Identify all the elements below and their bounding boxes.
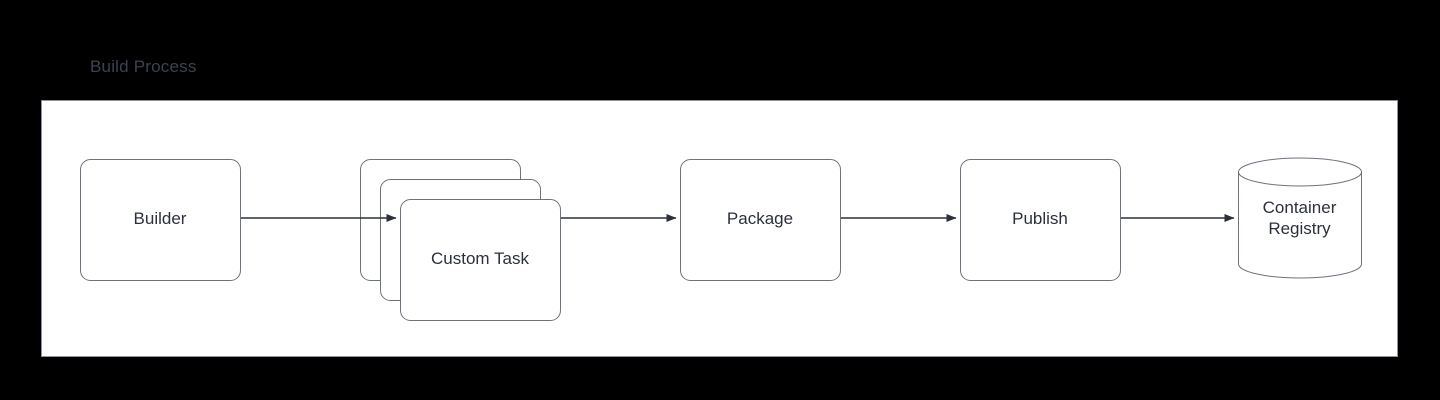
- node-container-registry[interactable]: [1238, 157, 1362, 279]
- cylinder-body: [1238, 171, 1362, 279]
- group-title: Build Process: [90, 57, 197, 76]
- cylinder-top-ellipse: [1238, 157, 1362, 187]
- node-package[interactable]: [680, 159, 841, 281]
- node-builder[interactable]: [80, 159, 241, 281]
- node-custom-task-card-front[interactable]: [400, 199, 561, 321]
- node-publish[interactable]: [960, 159, 1121, 281]
